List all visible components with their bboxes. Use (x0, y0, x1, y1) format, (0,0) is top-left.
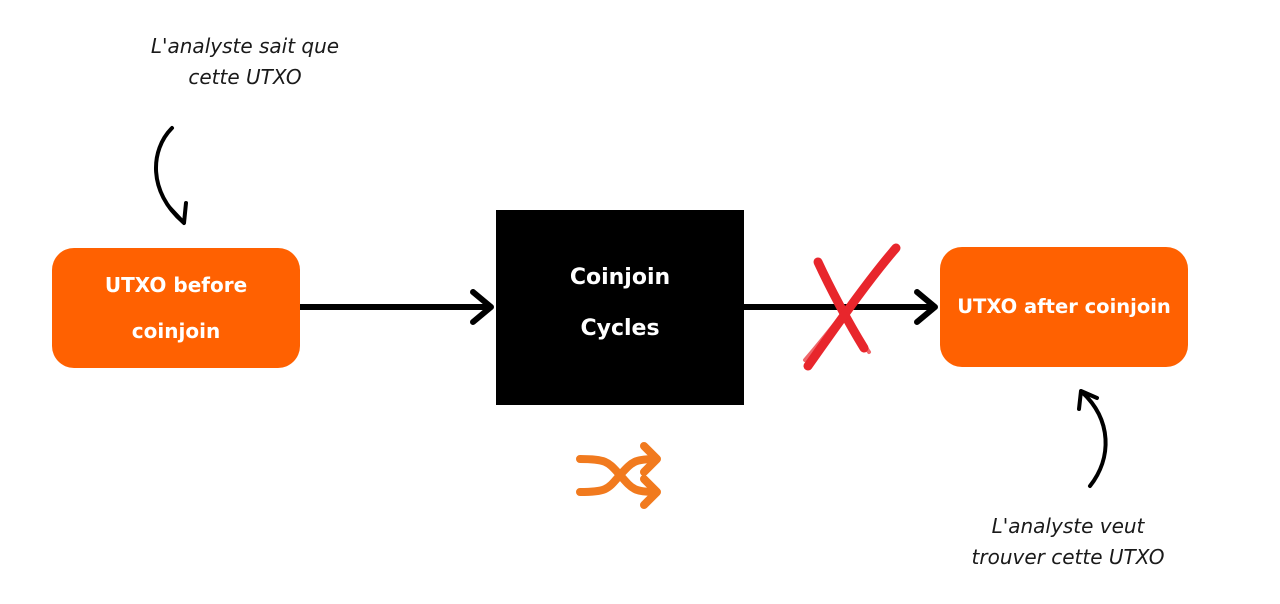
coinjoin-cycles-node: Coinjoin Cycles (496, 210, 744, 405)
utxo-before-label-2: coinjoin (131, 319, 221, 343)
shuffle-icon (576, 442, 661, 509)
annotation-bottom-line-1: L'analyste veut (991, 514, 1145, 538)
annotation-top: L'analyste sait que cette UTXO (100, 31, 390, 93)
coinjoin-label-2: Cycles (580, 315, 660, 341)
arrow-before-to-coinjoin (297, 289, 494, 325)
utxo-before-node: UTXO before coinjoin (52, 248, 300, 368)
curved-arrow-bottom (1077, 389, 1108, 488)
utxo-after-node: UTXO after coinjoin (940, 247, 1188, 367)
annotation-bottom: L'analyste veut trouver cette UTXO (918, 511, 1218, 573)
annotation-top-line-1: L'analyste sait que (150, 34, 340, 58)
utxo-before-label-1: UTXO before (104, 273, 248, 297)
utxo-after-label: UTXO after coinjoin (957, 295, 1171, 318)
curved-arrow-top (153, 126, 188, 225)
arrow-coinjoin-to-after (741, 289, 938, 325)
annotation-top-line-2: cette UTXO (188, 65, 302, 89)
annotation-bottom-line-2: trouver cette UTXO (971, 545, 1165, 569)
cross-mark-icon (803, 243, 901, 371)
coinjoin-label-1: Coinjoin (569, 264, 671, 290)
